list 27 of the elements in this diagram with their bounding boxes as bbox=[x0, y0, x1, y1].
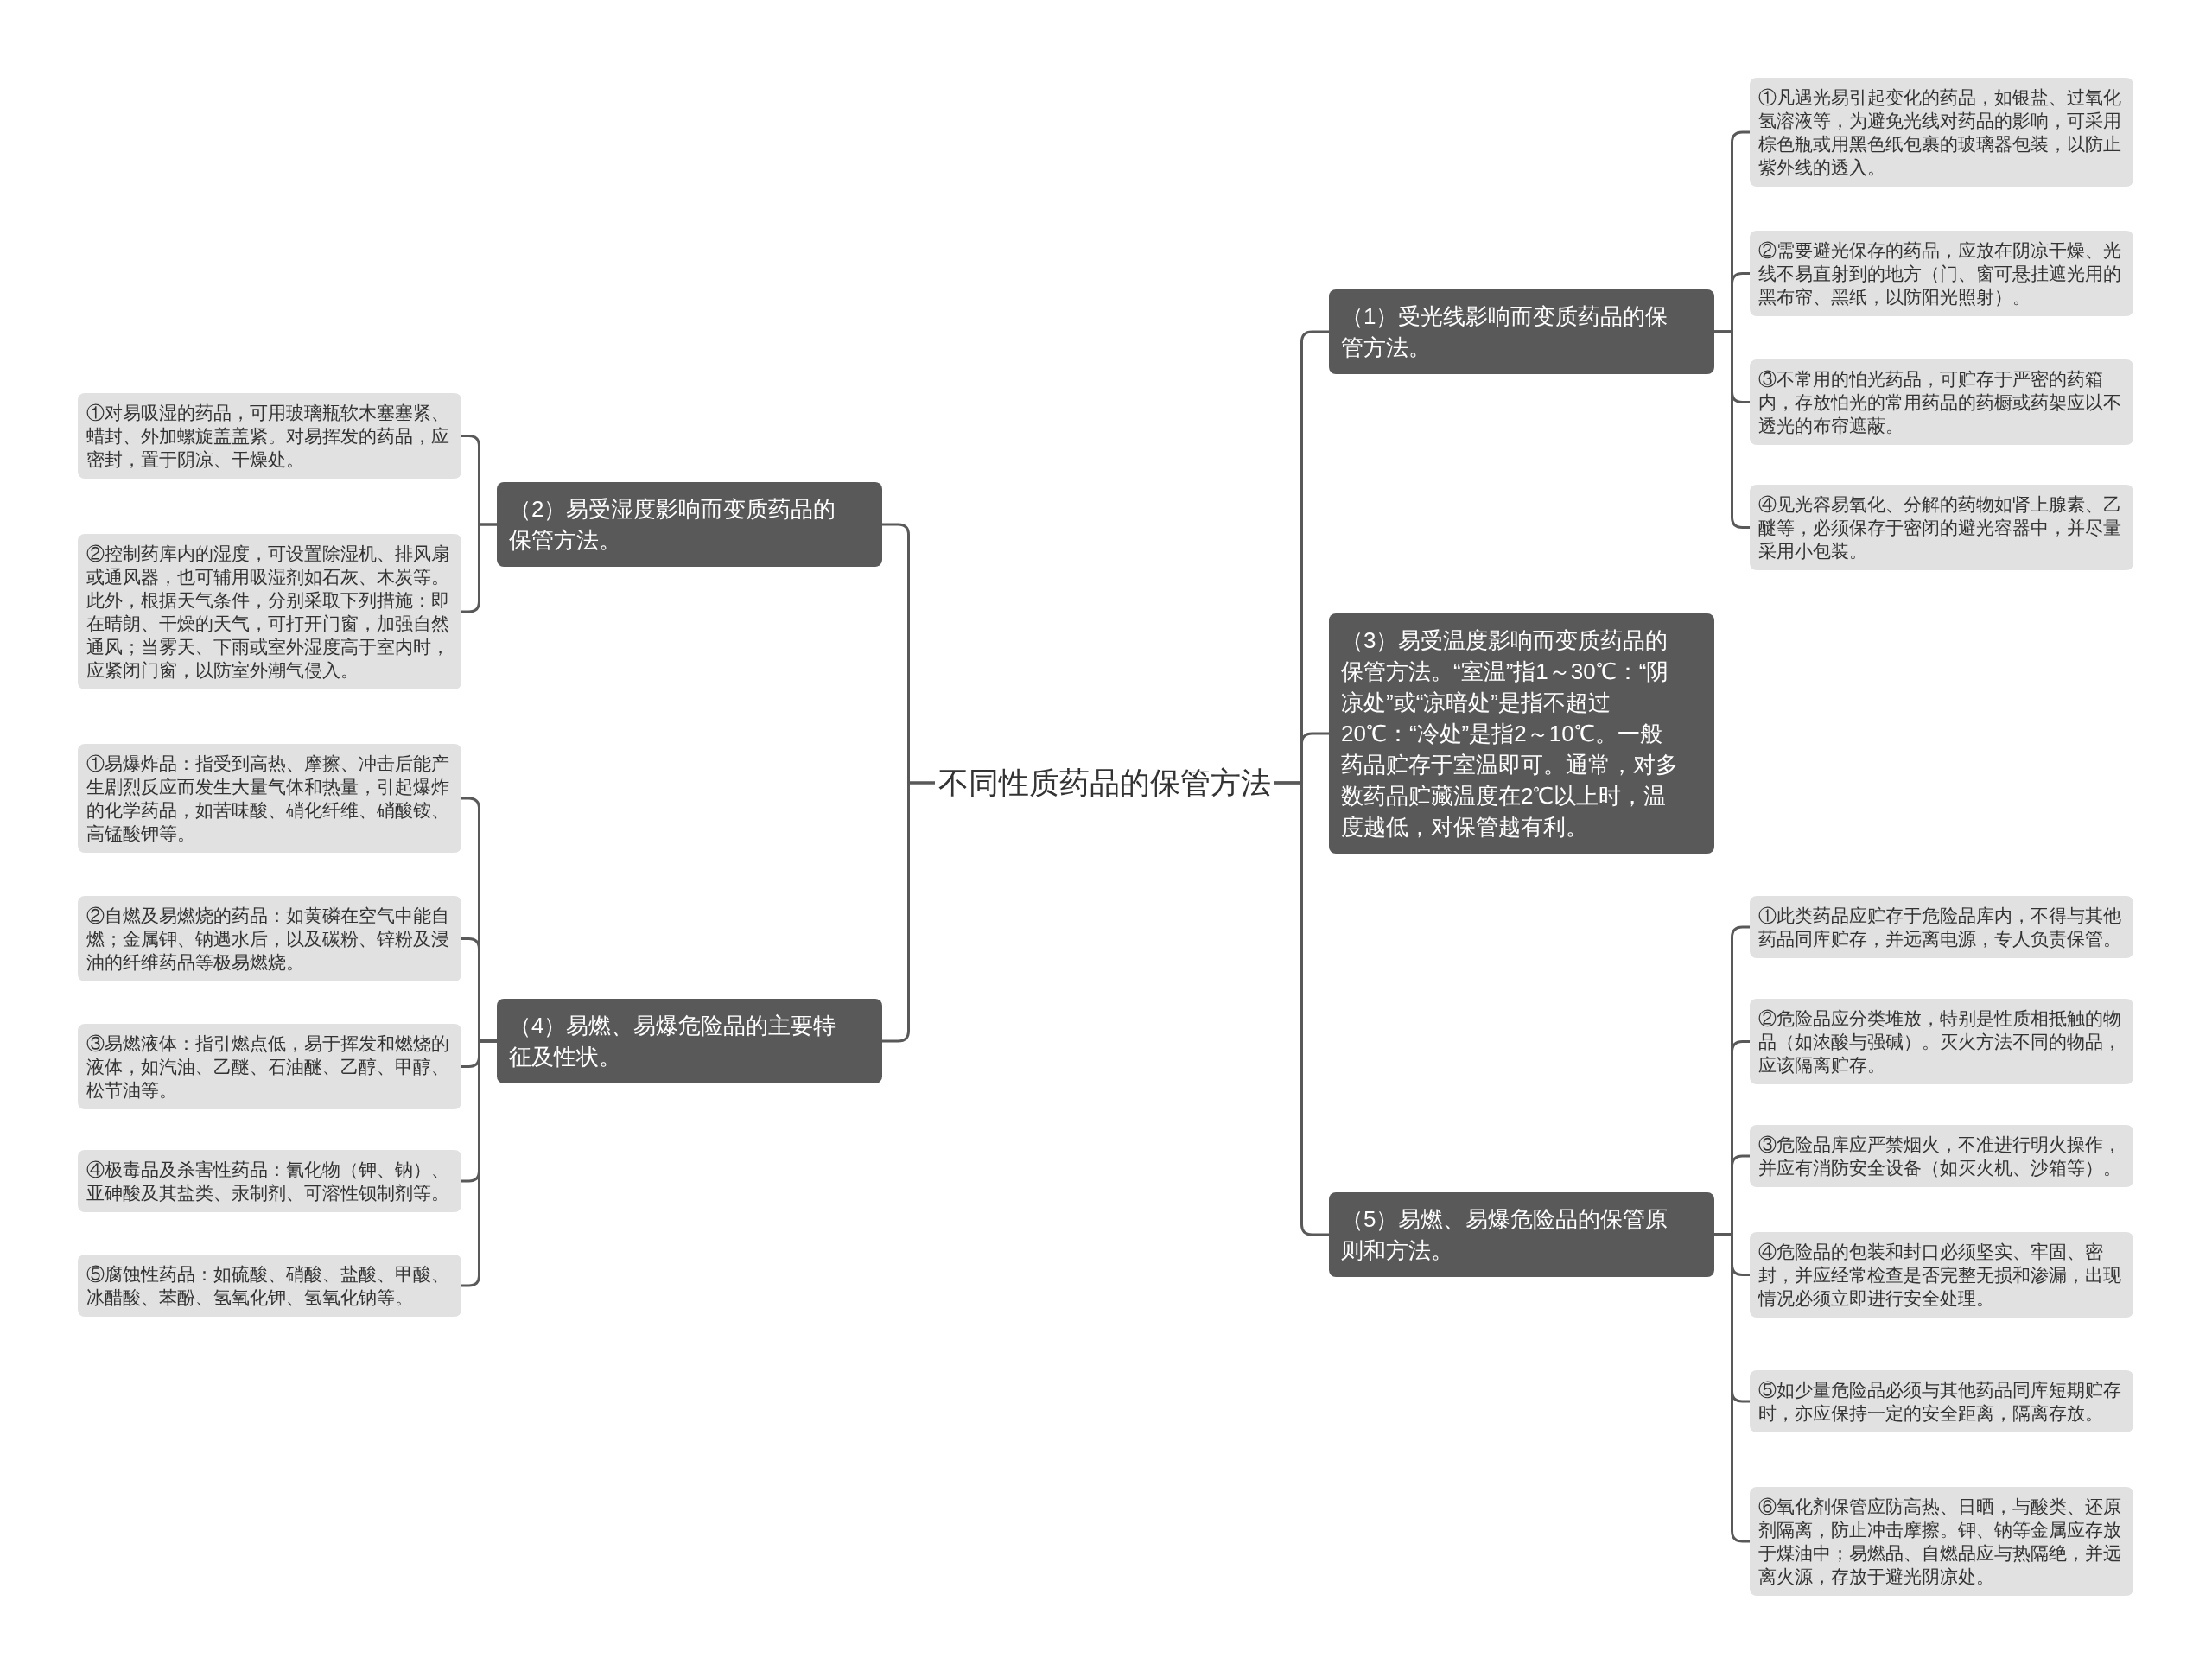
note-box: ④极毒品及杀害性药品：氰化物（钾、钠）、亚砷酸及其盐类、汞制剂、可溶性钡制剂等。 bbox=[78, 1150, 461, 1212]
note-box: ②危险品应分类堆放，特别是性质相抵触的物品（如浓酸与强碱）。灭火方法不同的物品，应该隔离贮存。 bbox=[1750, 998, 2133, 1084]
connector-line bbox=[461, 1039, 497, 1287]
topic-box: （1）受光线影响而变质药品的保管方法。 bbox=[1329, 289, 1714, 374]
note-box: ②需要避光保存的药品，应放在阴凉干燥、光线不易直射到的地方（门、窗可悬挂遮光用的黑布帘、黑纸，以防阳光照射）。 bbox=[1750, 230, 2133, 316]
note-box: ②控制药库内的湿度，可设置除湿机、排风扇或通风器，也可辅用吸湿剂如石灰、木炭等。此外，根据天气条件，分别采取下列措施：即在晴朗、干燥的天气，可打开门窗，加强自然通风；当雾天、下雨或室外湿度高于室内时，应紧闭门窗，以防室外潮气侵入。 bbox=[78, 534, 461, 689]
topic-box: （4）易燃、易爆危险品的主要特征及性状。 bbox=[497, 999, 882, 1083]
note-box: ①凡遇光易引起变化的药品，如银盐、过氧化氢溶液等，为避免光线对药品的影响，可采用棕色瓶或用黑色纸包裹的玻璃器包装，以防止紫外线的透入。 bbox=[1750, 78, 2133, 187]
note-box: ⑤腐蚀性药品：如硫酸、硝酸、盐酸、甲酸、冰醋酸、苯酚、氢氧化钾、氢氧化钠等。 bbox=[78, 1255, 461, 1317]
topic-box: （5）易燃、易爆危险品的保管原则和方法。 bbox=[1329, 1192, 1714, 1277]
note-box: ⑥氧化剂保管应防高热、日晒，与酸类、还原剂隔离，防止冲击摩擦。钾、钠等金属应存放于煤油中；易燃品、自燃品应与热隔绝，并远离火源，存放于避光阴凉处。 bbox=[1750, 1487, 2133, 1596]
topic-box: （2）易受湿度影响而变质药品的保管方法。 bbox=[497, 482, 882, 567]
note-box: ⑤如少量危险品必须与其他药品同库短期贮存时，亦应保持一定的安全距离，隔离存放。 bbox=[1750, 1370, 2133, 1432]
note-box: ④见光容易氧化、分解的药物如肾上腺素、乙醚等，必须保存于密闭的避光容器中，并尽量采用小包装。 bbox=[1750, 484, 2133, 570]
connector-line bbox=[461, 523, 497, 613]
note-box: ①对易吸湿的药品，可用玻璃瓶软木塞塞紧、蜡封、外加螺旋盖盖紧。对易挥发的药品，应密封，置于阴凉、干燥处。 bbox=[78, 392, 461, 479]
note-box: ④危险品的包装和封口必须坚实、牢固、密封，并应经常检查是否完整无损和渗漏，出现情况必须立即进行安全处理。 bbox=[1750, 1231, 2133, 1318]
note-box: ③危险品库应严禁烟火，不准进行明火操作，并应有消防安全设备（如灭火机、沙箱等）。 bbox=[1750, 1125, 2133, 1187]
central-topic: 不同性质药品的保管方法 bbox=[934, 763, 1274, 803]
note-box: ①此类药品应贮存于危险品库内，不得与其他药品同库贮存，并远离电源，专人负责保管。 bbox=[1750, 896, 2133, 958]
note-box: ③易燃液体：指引燃点低，易于挥发和燃烧的液体，如汽油、乙醚、石油醚、乙醇、甲醇、松节油等。 bbox=[78, 1023, 461, 1109]
note-box: ①易爆炸品：指受到高热、摩擦、冲击后能产生剧烈反应而发生大量气体和热量，引起爆炸的化学药品，如苦味酸、硝化纤维、硝酸铵、高锰酸钾等。 bbox=[78, 744, 461, 853]
note-box: ③不常用的怕光药品，可贮存于严密的药箱内，存放怕光的常用药品的药橱或药架应以不透光的布帘遮蔽。 bbox=[1750, 359, 2133, 445]
connector-line bbox=[1714, 1233, 1750, 1543]
connector-line bbox=[1714, 330, 1750, 529]
note-box: ②自燃及易燃烧的药品：如黄磷在空气中能自燃；金属钾、钠遇水后，以及碳粉、锌粉及浸油的纤维药品等极易燃烧。 bbox=[78, 895, 461, 981]
topic-box: （3）易受温度影响而变质药品的保管方法。“室温”指1～30℃：“阴凉处”或“凉暗处”是指不超过20℃：“冷处”是指2～10℃。一般药品贮存于室温即可。通常，对多数药品贮藏温度在2℃以上时，温度越低，对保管越有利。 bbox=[1329, 613, 1714, 854]
